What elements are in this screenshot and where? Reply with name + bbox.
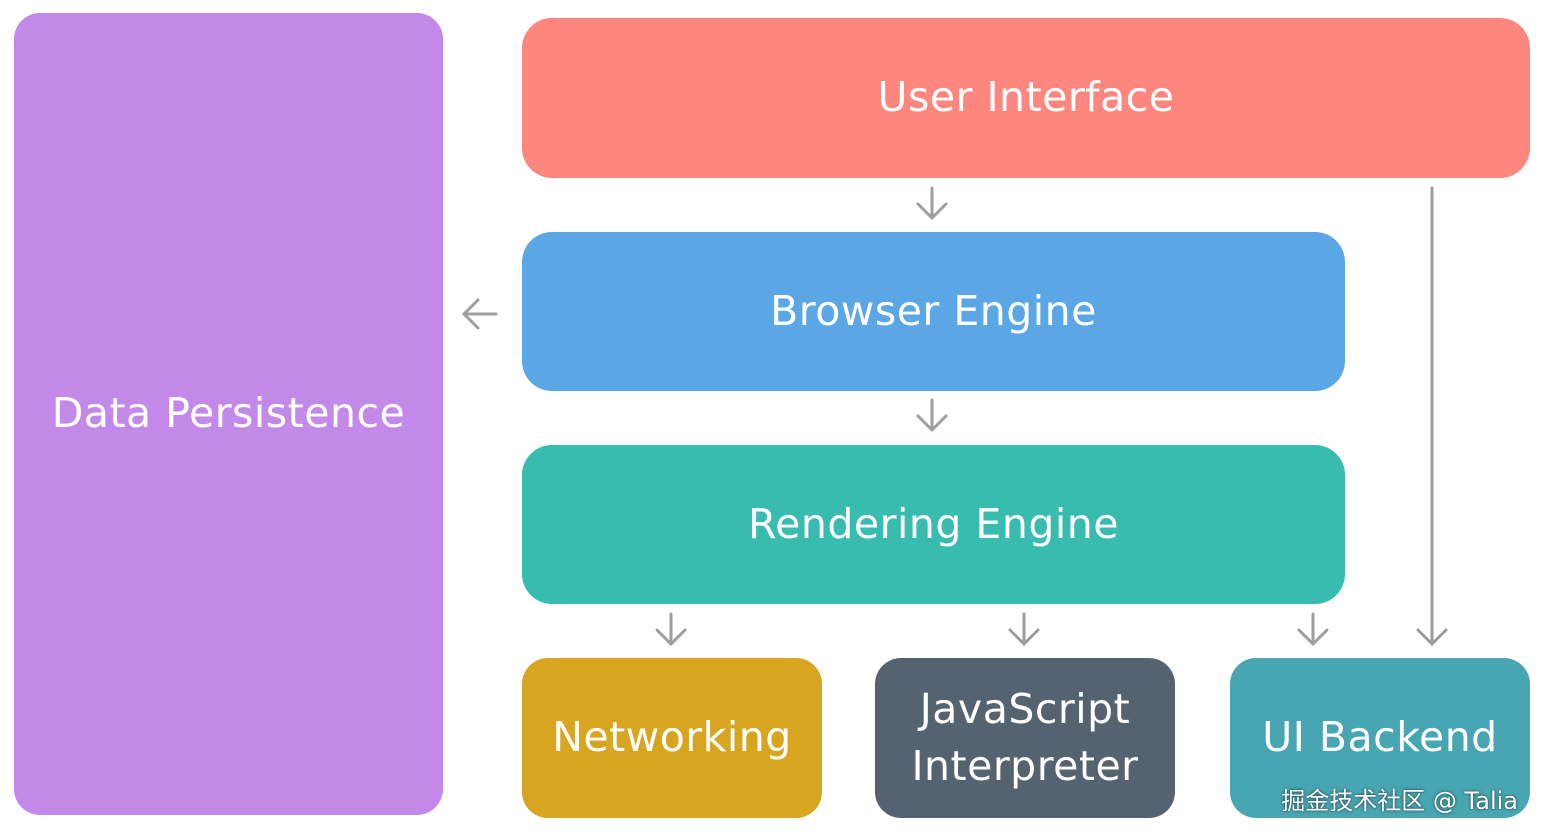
arrow-ui-to-browser-engine xyxy=(916,186,948,220)
javascript-interpreter-label-line-2: Interpreter xyxy=(911,742,1139,790)
arrow-browser-to-data-persistence xyxy=(462,298,498,330)
rendering-engine-box: Rendering Engine xyxy=(522,445,1345,604)
networking-label: Networking xyxy=(552,713,792,762)
watermark-text: 掘金技术社区 @ Talia xyxy=(1281,787,1518,815)
ui-backend-box: UI Backend xyxy=(1230,658,1530,818)
browser-engine-label: Browser Engine xyxy=(770,286,1097,335)
user-interface-label: User Interface xyxy=(877,73,1175,122)
arrow-rendering-to-ui-backend xyxy=(1297,612,1329,646)
data-persistence-label: Data Persistence xyxy=(51,389,406,438)
arrow-rendering-to-networking xyxy=(655,612,687,646)
data-persistence-box: Data Persistence xyxy=(14,13,443,815)
javascript-interpreter-box: JavaScript Interpreter xyxy=(875,658,1175,818)
javascript-interpreter-label-line-1: JavaScript xyxy=(919,684,1131,733)
user-interface-box: User Interface xyxy=(522,18,1530,178)
ui-backend-label: UI Backend xyxy=(1262,713,1498,762)
javascript-interpreter-label: JavaScript Interpreter xyxy=(911,681,1138,796)
arrow-rendering-to-js-interpreter xyxy=(1008,612,1040,646)
arrow-browser-to-rendering-engine xyxy=(916,398,948,432)
browser-engine-box: Browser Engine xyxy=(522,232,1345,391)
arrow-ui-to-ui-backend xyxy=(1416,186,1448,646)
networking-box: Networking xyxy=(522,658,822,818)
rendering-engine-label: Rendering Engine xyxy=(748,499,1119,548)
